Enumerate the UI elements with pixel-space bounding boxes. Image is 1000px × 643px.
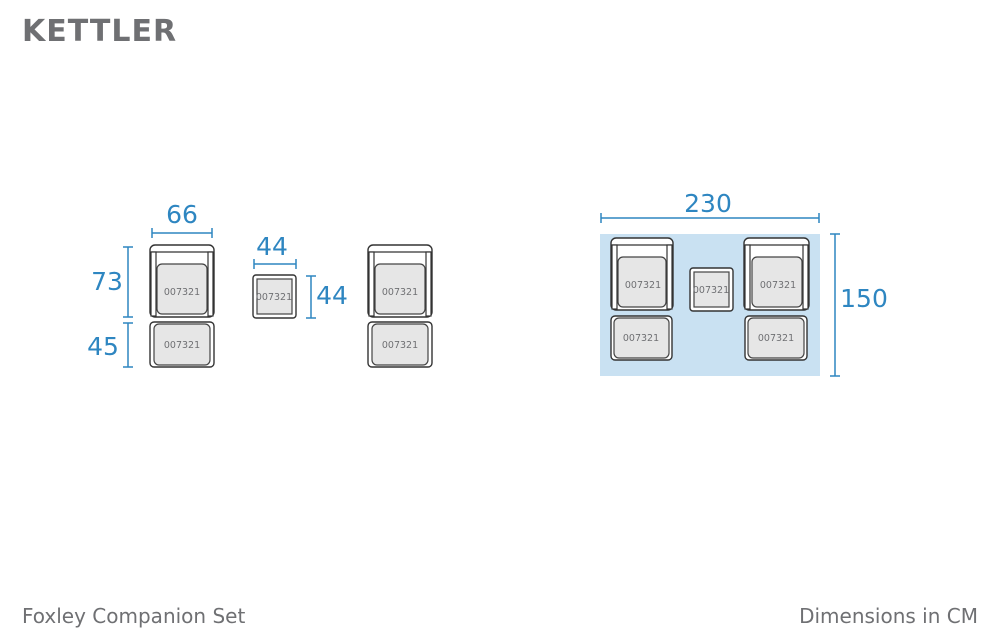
footstool-depth-label: 45 bbox=[87, 332, 119, 361]
item-code-label: 007321 bbox=[382, 340, 418, 351]
kettler-logo: KETTLER bbox=[22, 14, 178, 49]
item-code-label: 007321 bbox=[625, 280, 661, 291]
layout-footstool-right: 007321 bbox=[744, 315, 808, 361]
chair-width-label: 66 bbox=[166, 200, 198, 229]
chair-width-dimension: 66 bbox=[151, 200, 213, 238]
item-code-label: 007321 bbox=[164, 340, 200, 351]
layout-width-dimension: 230 bbox=[600, 189, 820, 223]
table-depth-label: 44 bbox=[316, 281, 348, 310]
layout-depth-dimension: 150 bbox=[830, 233, 888, 377]
chair-depth-dimension: 73 bbox=[91, 246, 133, 318]
layout-depth-label: 150 bbox=[840, 284, 888, 313]
side-table: 007321 bbox=[252, 274, 297, 319]
product-name: Foxley Companion Set bbox=[22, 604, 246, 628]
armchair-right: 007321 bbox=[367, 244, 433, 318]
table-width-label: 44 bbox=[256, 232, 288, 261]
item-code-label: 007321 bbox=[758, 333, 794, 344]
item-code-label: 007321 bbox=[382, 287, 418, 298]
units-note: Dimensions in CM bbox=[799, 604, 978, 628]
item-code-label: 007321 bbox=[693, 285, 729, 296]
layout-width-label: 230 bbox=[684, 189, 732, 218]
armchair-left: 007321 bbox=[149, 244, 215, 318]
item-code-label: 007321 bbox=[623, 333, 659, 344]
footstool-depth-dimension: 45 bbox=[87, 322, 133, 368]
footstool-left: 007321 bbox=[149, 321, 215, 368]
item-code-label: 007321 bbox=[760, 280, 796, 291]
layout-footstool-left: 007321 bbox=[610, 315, 673, 361]
item-code-label: 007321 bbox=[164, 287, 200, 298]
layout-armchair-right: 007321 bbox=[743, 237, 810, 311]
item-code-label: 007321 bbox=[256, 292, 292, 303]
chair-depth-label: 73 bbox=[91, 267, 123, 296]
table-width-dimension: 44 bbox=[253, 232, 297, 269]
table-depth-dimension: 44 bbox=[306, 275, 348, 319]
layout-side-table: 007321 bbox=[689, 267, 734, 312]
layout-armchair-left: 007321 bbox=[610, 237, 674, 311]
footstool-right: 007321 bbox=[367, 321, 433, 368]
